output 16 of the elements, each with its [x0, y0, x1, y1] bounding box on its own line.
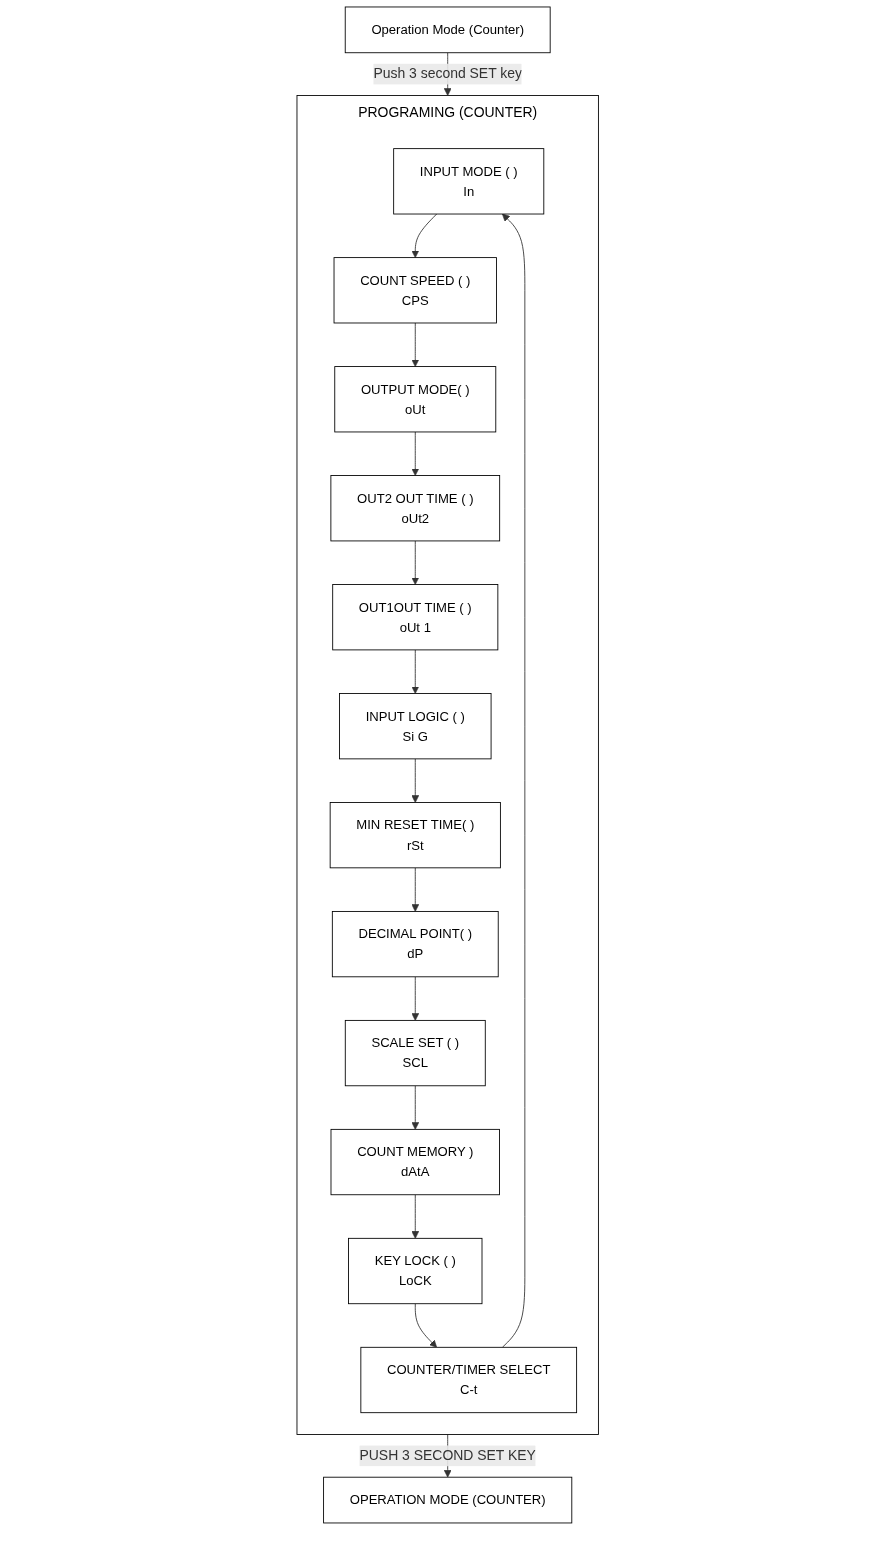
edge-label: Push 3 second SET key	[373, 66, 522, 82]
node-box: KEY LOCK ( ) LoCK	[347, 1237, 483, 1305]
node-box: OUT1OUT TIME ( ) oUt 1	[332, 584, 499, 651]
node-box: COUNTER/TIMER SELECT C-t	[360, 1346, 577, 1414]
node-box: Operation Mode (Counter)	[344, 6, 551, 54]
node-box: INPUT LOGIC ( ) Si G	[338, 693, 492, 760]
node-box: DECIMAL POINT( ) dP	[331, 911, 499, 978]
node-box: OUTPUT MODE( ) oUt	[334, 366, 497, 433]
edge-label: PUSH 3 SECOND SET KEY	[359, 1447, 536, 1463]
node-box: COUNT MEMORY ) dAtA	[330, 1128, 500, 1196]
node-box: INPUT MODE ( ) In	[393, 148, 545, 215]
node-box: COUNT SPEED ( ) CPS	[333, 257, 497, 324]
node-box: OPERATION MODE (COUNTER)	[322, 1476, 573, 1524]
node-box: OUT2 OUT TIME ( ) oUt2	[330, 475, 500, 542]
node-box: SCALE SET ( ) SCL	[344, 1019, 486, 1087]
node-box: MIN RESET TIME( ) rSt	[329, 802, 501, 869]
